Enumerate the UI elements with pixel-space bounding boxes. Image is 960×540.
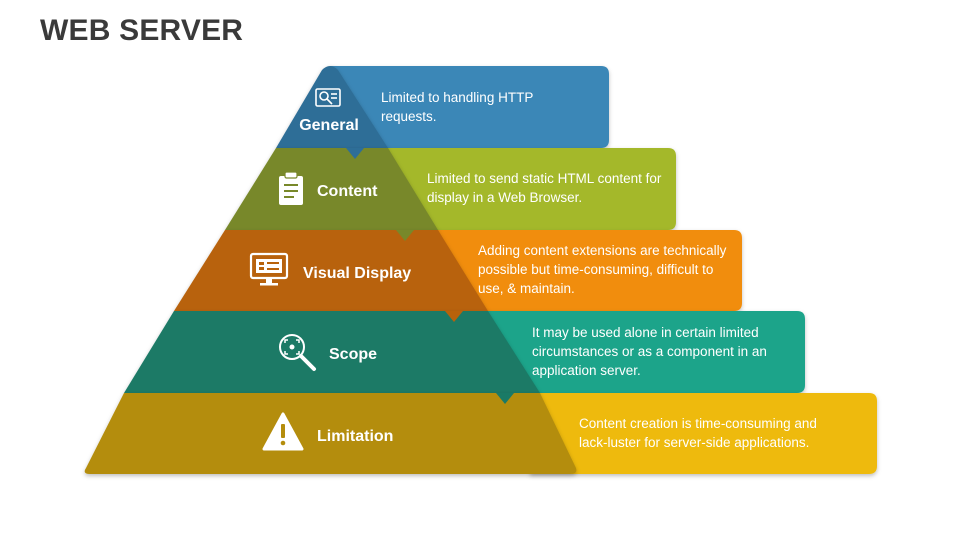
tier-1-box	[330, 66, 609, 148]
tier-3-description: Adding content extensions are technicall…	[478, 243, 727, 296]
tier-1-description: Limited to handling HTTP requests.	[381, 90, 534, 124]
tier-5-box	[530, 393, 877, 474]
tier-1-segment	[276, 66, 388, 148]
tier-3-label: Visual Display	[303, 265, 411, 282]
warning-icon	[262, 412, 304, 451]
tier-1-notch	[346, 148, 364, 159]
tier-5-segment	[84, 393, 577, 474]
monitor-icon	[249, 252, 289, 286]
tier-2-description: Limited to send static HTML content for …	[427, 171, 662, 205]
tier-4-label: Scope	[329, 346, 377, 363]
tier-3-box	[428, 230, 742, 311]
magnifier-target-icon	[279, 334, 316, 371]
page-title: WEB SERVER	[40, 14, 244, 47]
tier-5-description: Content creation is time-consuming and l…	[579, 416, 817, 450]
tier-2-segment	[225, 148, 438, 230]
tier-4-box	[480, 311, 805, 393]
tier-3-segment	[174, 230, 488, 311]
web-settings-icon	[315, 88, 341, 107]
tier-2-label: Content	[317, 183, 378, 200]
tier-4-segment	[124, 311, 540, 393]
tier-2-box	[378, 148, 676, 230]
tier-4-description: It may be used alone in certain limited …	[532, 325, 767, 378]
tier-2-notch	[396, 230, 414, 241]
tier-5-label: Limitation	[317, 428, 393, 445]
tier-4-notch	[496, 393, 514, 404]
clipboard-icon	[279, 171, 303, 205]
tier-3-notch	[445, 311, 463, 322]
tier-1-label: General	[299, 117, 359, 134]
